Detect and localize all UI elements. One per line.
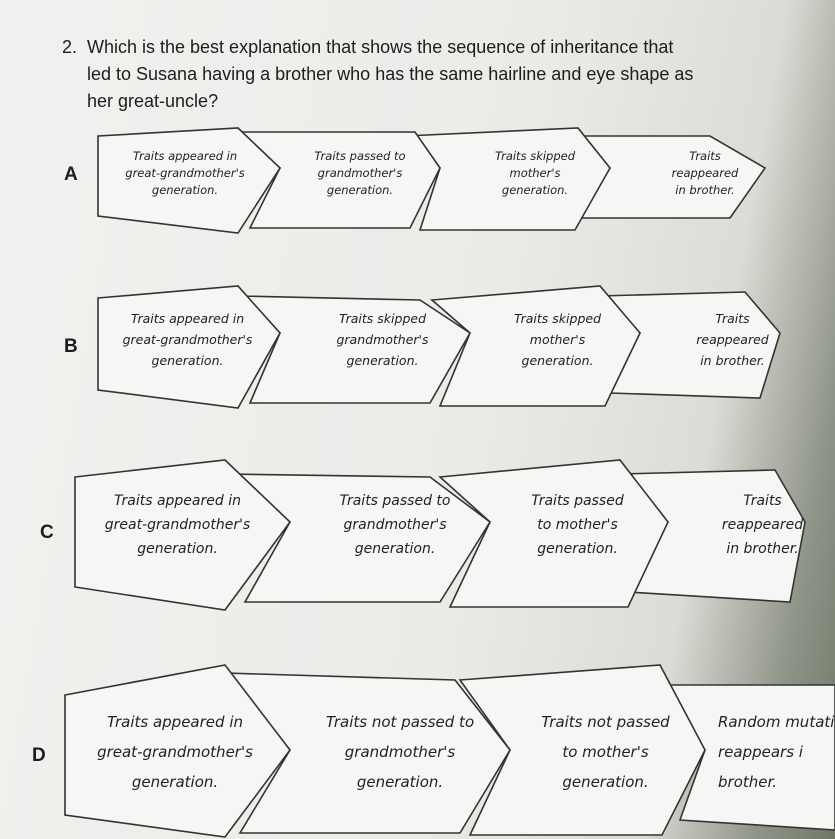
arrow-shape	[64, 664, 292, 838]
flow-step-1: Traits appeared in great-grandmother's g…	[104, 493, 251, 557]
question-text: Which is the best explanation that shows…	[87, 37, 694, 111]
flow-step-2: Traits not passed to grandmother's gener…	[325, 713, 475, 791]
arrow-shape	[97, 127, 282, 234]
option-b[interactable]: B Traits appeared in great-grandmother's…	[0, 278, 835, 410]
flow-step-1: Traits appeared in great-grandmother's g…	[125, 149, 245, 197]
question-number: 2.	[62, 37, 78, 57]
flow-step-4: Traits reappeared in brother.	[696, 311, 769, 368]
arrow-shape	[97, 285, 281, 409]
flow-arrows	[97, 127, 767, 234]
flow-step-1: Traits appeared in great-grandmother's g…	[97, 713, 253, 791]
flow-step-4: Traits reappeared in brother.	[721, 493, 804, 557]
option-d[interactable]: D Traits appeared in great-grandmother's…	[0, 655, 835, 839]
flow-arrows	[64, 664, 835, 838]
option-letter: A	[64, 164, 78, 185]
question: 2. Which is the best explanation that sh…	[62, 34, 702, 115]
arrow-shape	[74, 459, 292, 611]
flow-step-3: Traits skipped mother's generation.	[513, 311, 602, 368]
flow-arrows	[97, 285, 781, 409]
flow-step-3: Traits skipped mother's generation.	[494, 149, 576, 197]
flow-step-4: Random mutati reappears i brother.	[718, 713, 835, 791]
option-letter: B	[64, 336, 78, 357]
flow-step-3: Traits not passed to mother's generation…	[541, 713, 670, 791]
option-c[interactable]: C Traits appeared in great-grandmother's…	[0, 452, 835, 612]
flow-step-3: Traits passed to mother's generation.	[531, 493, 624, 557]
flow-step-4: Traits reappeared in brother.	[671, 149, 739, 197]
flow-step-2: Traits passed to grandmother's generatio…	[314, 149, 406, 197]
flow-arrows	[74, 459, 806, 611]
option-letter: D	[32, 745, 46, 766]
option-a[interactable]: A Traits appeared in great-grandmother's…	[0, 118, 835, 236]
flow-step-2: Traits passed to grandmother's generatio…	[339, 493, 451, 557]
option-letter: C	[40, 522, 54, 543]
flow-step-1: Traits appeared in great-grandmother's g…	[122, 311, 253, 368]
flow-step-2: Traits skipped grandmother's generation.	[336, 311, 429, 368]
